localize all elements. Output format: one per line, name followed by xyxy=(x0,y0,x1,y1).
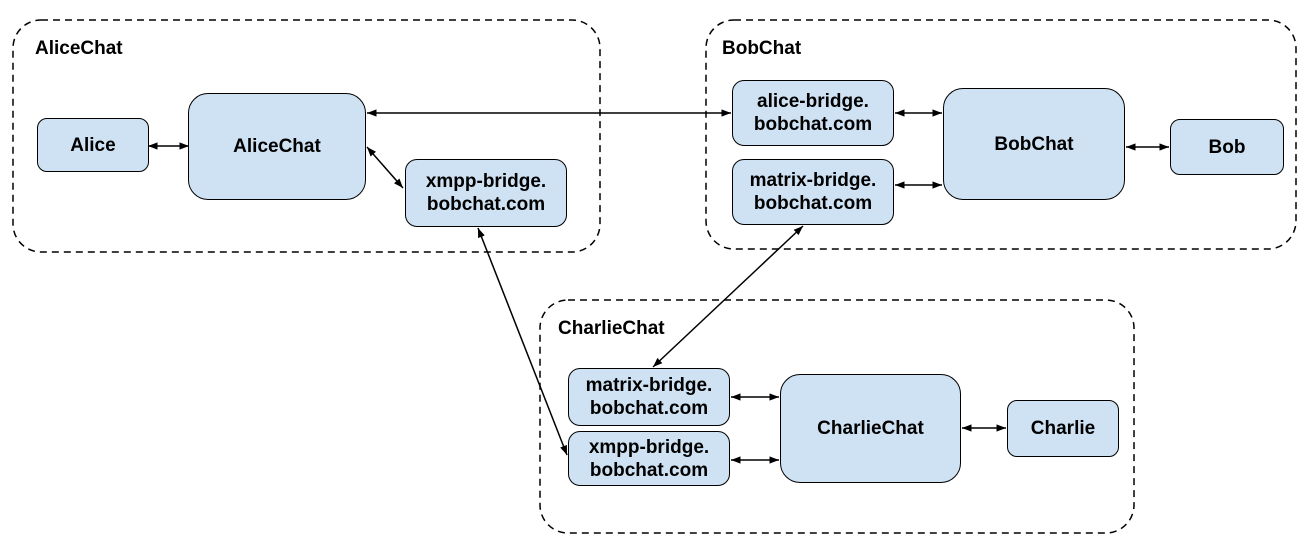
edge-matrix-bridge-bobchat-to-matrix-bridge-charliechat xyxy=(652,225,804,368)
container-bobchat-network-outline xyxy=(705,19,1297,250)
container-bobchat-label: BobChat xyxy=(722,38,802,59)
node-bobchat-server: BobChat xyxy=(943,88,1125,200)
node-alice: Alice xyxy=(37,118,149,172)
node-charliechat-server: CharlieChat xyxy=(780,374,961,483)
node-alicechat-server: AliceChat xyxy=(188,93,366,200)
node-alice-bridge-bobchat: alice-bridge. bobchat.com xyxy=(732,80,894,146)
container-alicechat-network-outline xyxy=(12,19,601,253)
container-charliechat-label: CharlieChat xyxy=(558,318,665,339)
node-xmpp-bridge-charliechat: xmpp-bridge. bobchat.com xyxy=(568,431,730,486)
container-alicechat-label: AliceChat xyxy=(35,38,123,59)
edge-alicechat-server-to-xmpp-bridge-alicechat xyxy=(366,146,404,189)
node-matrix-bridge-charliechat: matrix-bridge. bobchat.com xyxy=(568,368,730,426)
edge-xmpp-bridge-alicechat-to-xmpp-bridge-charliechat xyxy=(477,227,568,456)
node-bob: Bob xyxy=(1170,119,1284,175)
node-charlie: Charlie xyxy=(1007,400,1119,457)
node-matrix-bridge-bobchat: matrix-bridge. bobchat.com xyxy=(732,159,894,225)
node-xmpp-bridge-alicechat: xmpp-bridge. bobchat.com xyxy=(405,159,567,227)
container-charliechat-network-outline xyxy=(539,299,1135,534)
